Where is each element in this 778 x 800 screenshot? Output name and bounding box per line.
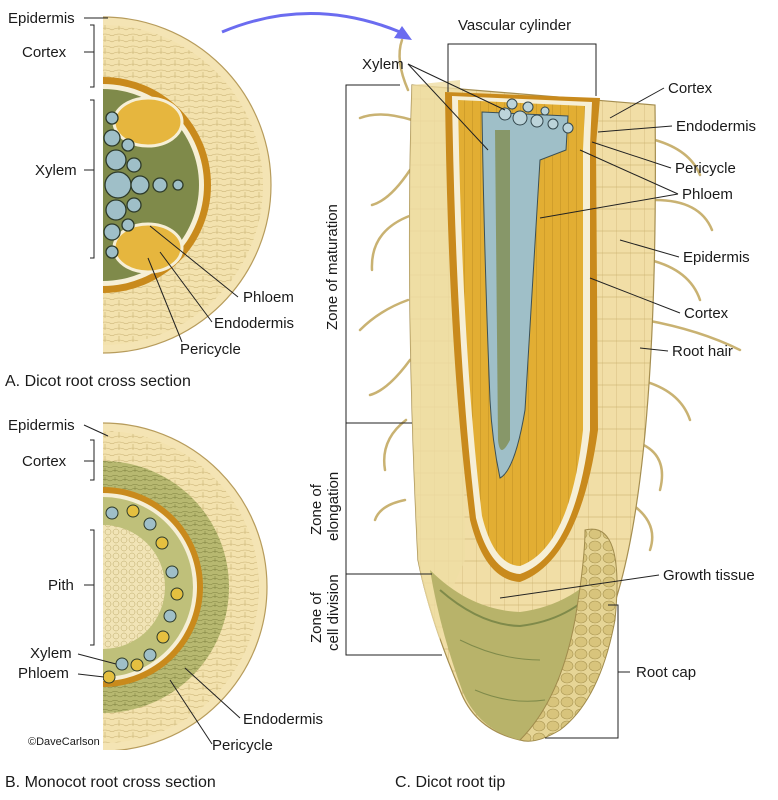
monocot-epidermis-label: Epidermis (8, 417, 75, 434)
zone-of-cell-division-label-line1: Zone of (308, 591, 325, 643)
dicot-phloem-label: Phloem (243, 289, 294, 306)
arrow-head-icon (394, 26, 412, 40)
vascular-cylinder-label: Vascular cylinder (458, 17, 571, 34)
zone-of-maturation-label: Zone of maturation (324, 204, 341, 330)
illustrator-credit: ©DaveCarlson (28, 736, 100, 748)
monocot-pericycle-label: Pericycle (212, 737, 273, 754)
dicot-cortex-label: Cortex (22, 44, 67, 61)
dicot-endodermis-label: Endodermis (214, 315, 294, 332)
dicot-root-tip-drawing (358, 38, 742, 742)
dicot-xylem-label: Xylem (35, 162, 77, 179)
dicot-cross-section-caption: A. Dicot root cross section (5, 373, 191, 390)
dicot-cross-section-drawing (103, 16, 272, 354)
monocot-endodermis-label: Endodermis (243, 711, 323, 728)
zone-of-elongation-label-line1: Zone of (308, 483, 325, 535)
zone-brackets (345, 84, 442, 656)
monocot-cortex-label: Cortex (22, 453, 67, 470)
monocot-cross-section-caption: B. Monocot root cross section (5, 774, 216, 791)
dicot-epidermis-label: Epidermis (8, 10, 75, 27)
zone-of-elongation-label-line2: elongation (325, 472, 342, 541)
monocot-phloem-label: Phloem (18, 665, 69, 682)
dicot-pericycle-label: Pericycle (180, 341, 241, 358)
zone-of-cell-division-label-line2: cell division (325, 574, 342, 651)
tip-xylem-label: Xylem (362, 56, 404, 73)
root-cap-label: Root cap (636, 664, 696, 681)
connection-arrow (221, 12, 401, 34)
monocot-xylem-label: Xylem (30, 645, 72, 662)
tip-cortex-label: Cortex (684, 305, 729, 322)
tip-cortex-top-label: Cortex (668, 80, 713, 97)
monocot-cross-section-drawing (103, 422, 268, 750)
root-hair-label: Root hair (672, 343, 733, 360)
tip-endodermis-label: Endodermis (676, 118, 756, 135)
tip-epidermis-label: Epidermis (683, 249, 750, 266)
growth-tissue-label: Growth tissue (663, 567, 755, 584)
monocot-pith-label: Pith (48, 577, 74, 594)
dicot-root-tip-caption: C. Dicot root tip (395, 774, 505, 791)
tip-pericycle-label: Pericycle (675, 160, 736, 177)
tip-phloem-label: Phloem (682, 186, 733, 203)
